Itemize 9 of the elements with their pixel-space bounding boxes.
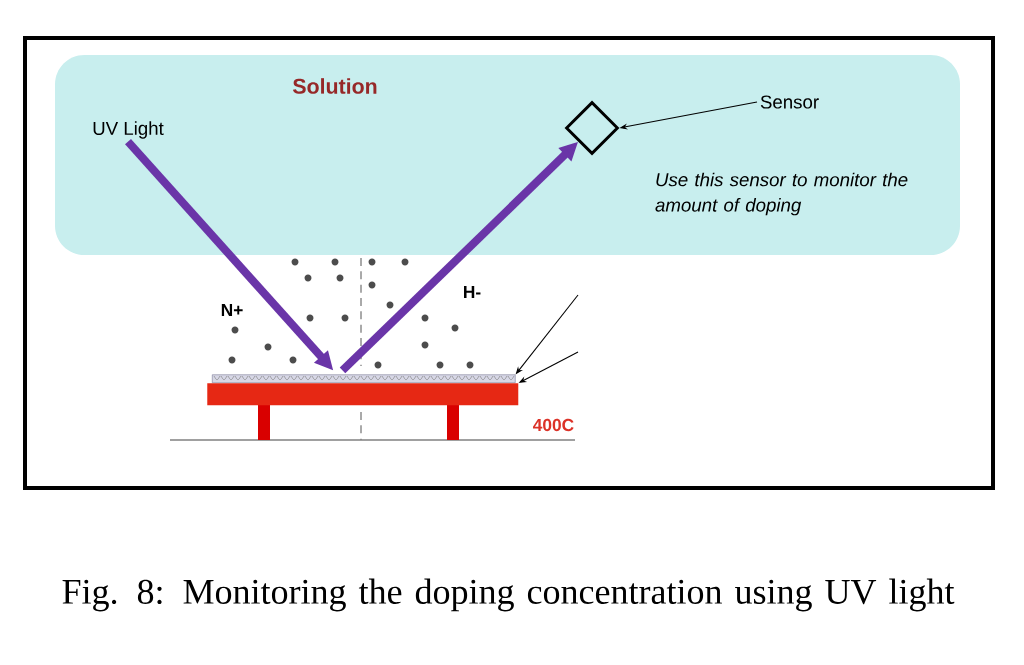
note-text: Use this sensor to monitor the amount of doping [655,172,908,216]
temperature-label: 400C [533,418,574,432]
heater-plate [207,383,519,406]
light-label: UV Light [93,121,164,139]
sensor-label: Sensor [760,95,819,109]
ion-label: N+ [221,304,243,316]
substrate-layer [212,374,516,383]
ion-label: H- [464,286,481,298]
caption: Fig. 8: Monitoring the doping concentration using UV light [62,578,955,612]
